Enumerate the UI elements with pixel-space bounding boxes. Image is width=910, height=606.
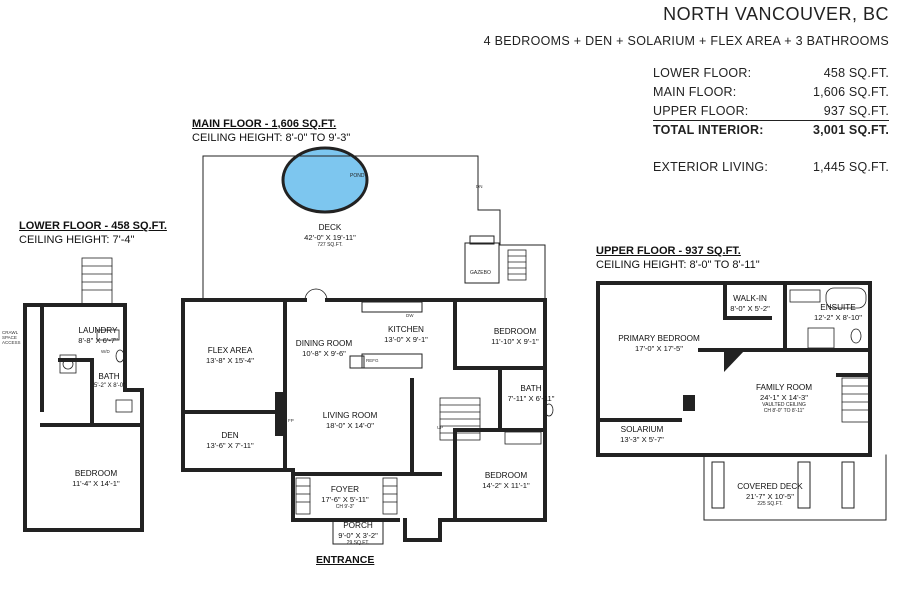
entrance-label: ENTRANCE	[316, 554, 375, 566]
deck-stairs	[507, 249, 527, 281]
fp-label: FP	[288, 418, 294, 423]
pond-label: POND	[350, 173, 365, 179]
main-floor-ceiling: CEILING HEIGHT: 8'-0" TO 9'-3"	[192, 132, 351, 144]
lower-floor-ceiling: CEILING HEIGHT: 7'-4"	[19, 234, 135, 246]
upper-floor-title: UPPER FLOOR - 937 SQ.FT.	[596, 245, 741, 257]
bedroom-2-label: BEDROOM 14'-2" X 11'-1"	[482, 471, 530, 490]
lower-floor-walls	[23, 303, 144, 532]
area-row-lower: LOWER FLOOR: 458 SQ.FT.	[653, 66, 889, 80]
gazebo-shape	[464, 242, 500, 284]
lower-bath-label: BATH 5'-2" X 8'-0"	[94, 372, 126, 389]
family-room-label: FAMILY ROOM 24'-1" X 14'-3" VAULTED CEIL…	[755, 383, 813, 414]
solarium-label: SOLARIUM 13'-3" X 5'-7"	[620, 425, 664, 444]
fireplace	[275, 392, 285, 436]
crawl-space-label: CRAWL SPACE ACCESS	[2, 330, 21, 345]
refg-label: REFG	[366, 358, 379, 363]
deck-outline	[202, 155, 546, 301]
kitchen-label: KITCHEN 13'-0" X 9'-1"	[384, 325, 428, 344]
flex-area-label: FLEX AREA 13'-8" X 15'-4"	[206, 346, 254, 365]
dw-label: DW	[406, 313, 414, 318]
area-row-total: TOTAL INTERIOR: 3,001 SQ.FT.	[653, 123, 889, 137]
primary-bedroom-label: PRIMARY BEDROOM 17'-0" X 17'-5"	[618, 334, 700, 353]
area-row-exterior: EXTERIOR LIVING: 1,445 SQ.FT.	[653, 160, 889, 174]
area-row-main: MAIN FLOOR: 1,606 SQ.FT.	[653, 85, 889, 99]
location-title: NORTH VANCOUVER, BC	[663, 4, 889, 24]
main-stairs	[439, 397, 481, 441]
covered-deck-label: COVERED DECK 21'-7" X 10'-5" 225 SQ.FT.	[737, 482, 803, 507]
laundry-label: LAUNDRY 8'-8" X 6'-7"	[78, 326, 118, 345]
upper-floor-ceiling: CEILING HEIGHT: 8'-0" TO 8'-11"	[596, 259, 760, 271]
foyer-label: FOYER 17'-6" X 5'-11" CH 9'-3"	[321, 485, 369, 510]
lower-floor-title: LOWER FLOOR - 458 SQ.FT.	[19, 220, 167, 232]
kitchen-counters	[349, 301, 423, 369]
washer-dryer-label: W/D	[101, 349, 110, 354]
porch-outline	[332, 519, 384, 545]
dining-room-label: DINING ROOM 10'-8" X 9'-6"	[295, 339, 353, 358]
stairs-up-label: UP	[437, 425, 444, 430]
stairs-dn-label: DN	[476, 184, 483, 189]
living-room-label: LIVING ROOM 18'-0" X 14'-0"	[322, 411, 378, 430]
area-table: LOWER FLOOR: 458 SQ.FT. MAIN FLOOR: 1,60…	[653, 66, 889, 176]
bedroom-1-label: BEDROOM 11'-10" X 9'-1"	[491, 327, 539, 346]
property-summary: 4 BEDROOMS + DEN + SOLARIUM + FLEX AREA …	[483, 34, 889, 48]
den-label: DEN 13'-6" X 7'-11"	[206, 431, 254, 450]
pond-shape	[281, 146, 369, 214]
ensuite-label: ENSUITE 12'-2" X 8'-10"	[814, 303, 862, 322]
porch-label: PORCH 9'-0" X 3'-2" 29 SQ.FT.	[338, 521, 378, 546]
covered-deck-outline	[703, 454, 887, 521]
main-floor-title: MAIN FLOOR - 1,606 SQ.FT.	[192, 118, 337, 130]
gazebo-label: GAZEBO	[470, 270, 491, 276]
area-row-upper: UPPER FLOOR: 937 SQ.FT.	[653, 104, 889, 121]
deck-label: DECK 42'-0" X 19'-11" 727 SQ.FT.	[304, 223, 356, 248]
lower-bedroom-label: BEDROOM 11'-4" X 14'-1"	[72, 469, 120, 488]
walk-in-label: WALK-IN 8'-0" X 5'-2"	[730, 294, 770, 313]
main-bath-label: BATH 7'-11" X 6'-11"	[507, 384, 555, 403]
